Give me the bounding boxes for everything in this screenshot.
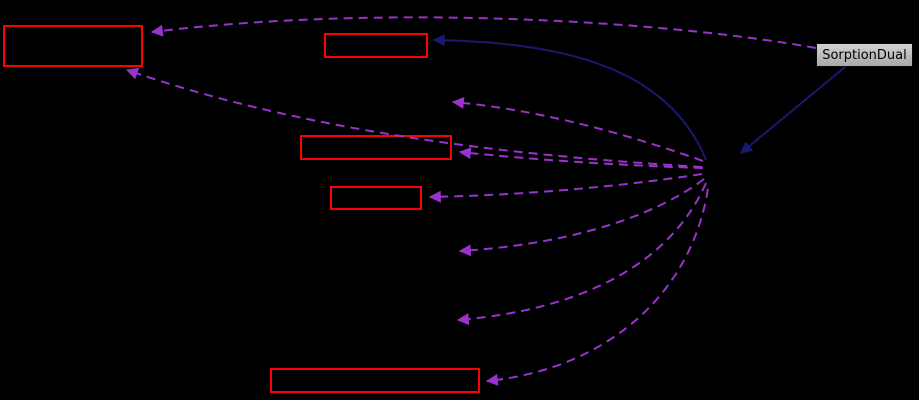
related-class-node-top-left[interactable] bbox=[3, 25, 143, 67]
inheritance-edge-from-sorptiondual bbox=[740, 66, 846, 154]
inheritance-edge-to-base-node bbox=[432, 34, 707, 161]
usage-edge-to-bottom-wide-node bbox=[485, 188, 709, 386]
current-class-label: SorptionDual bbox=[822, 47, 907, 63]
related-class-node-base[interactable] bbox=[324, 33, 428, 58]
related-class-node-middle-wide[interactable] bbox=[300, 135, 452, 160]
usage-edge-to-hidden-node-2 bbox=[458, 178, 705, 257]
usage-edge-to-middle-small-node bbox=[428, 173, 703, 203]
related-class-node-bottom-wide[interactable] bbox=[270, 368, 480, 393]
usage-edge-to-hidden-node-3 bbox=[456, 182, 707, 326]
usage-edge-sorptiondual-to-top-left-node bbox=[150, 16, 817, 49]
usage-edge-to-middle-wide-node bbox=[458, 147, 704, 169]
current-class-node: SorptionDual bbox=[816, 43, 913, 67]
related-class-node-middle-small[interactable] bbox=[330, 186, 422, 210]
usage-edge-to-hidden-node-1 bbox=[451, 96, 704, 162]
